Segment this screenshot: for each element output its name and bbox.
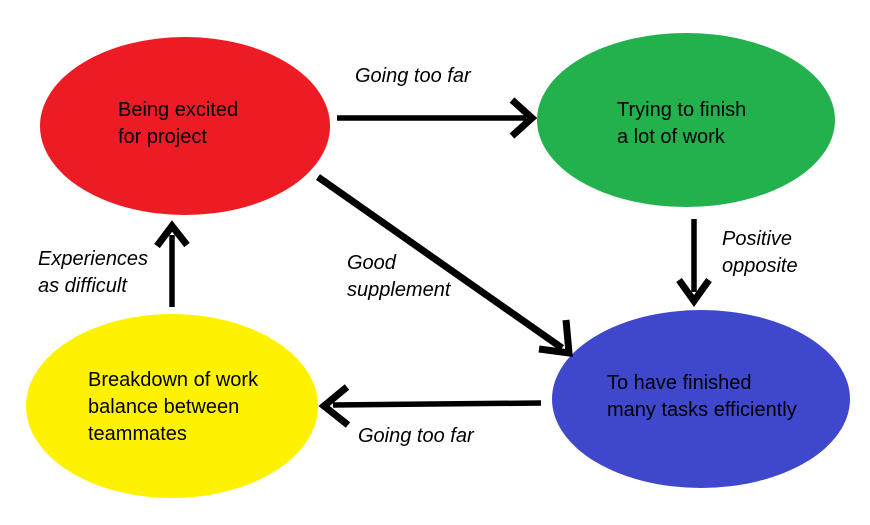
edge-label-line: Experiences — [38, 248, 149, 270]
arrow-excited-to-trying — [337, 97, 538, 139]
node-label-line: for project — [118, 126, 207, 148]
arrow-finished-to-breakdown — [318, 384, 542, 428]
edge-label-line: Positive — [722, 228, 793, 250]
edge-label-going-too-far-top: Going too far — [355, 65, 471, 87]
node-ellipse-breakdown — [26, 314, 318, 498]
node-label-breakdown: Breakdown of work balance between teamma… — [88, 367, 258, 448]
edge-label-experiences-as-difficult: Experiences as difficult — [38, 246, 148, 300]
arrow-breakdown-to-excited — [154, 220, 190, 307]
node-label-line: Trying to finish — [617, 99, 747, 121]
arrow-excited-to-finished-diagonal — [315, 174, 573, 358]
edge-label-good-supplement: Good supplement — [347, 250, 450, 304]
node-ellipse-trying-to-finish — [537, 33, 835, 207]
node-label-being-excited: Being excited for project — [118, 97, 238, 151]
node-label-trying-to-finish: Trying to finish a lot of work — [617, 97, 746, 151]
arrow-trying-to-finished — [676, 219, 712, 308]
node-label-line: Being excited — [118, 99, 239, 121]
edge-label-going-too-far-bottom: Going too far — [358, 425, 474, 447]
node-label-line: teammates — [88, 423, 187, 445]
edge-label-line: as difficult — [38, 275, 127, 297]
edge-label-line: supplement — [347, 279, 451, 301]
edge-label-positive-opposite: Positive opposite — [722, 226, 798, 280]
node-ellipse-being-excited — [40, 37, 330, 215]
node-label-line: a lot of work — [617, 126, 725, 148]
edge-label-line: Good — [347, 252, 396, 274]
node-label-line: balance between — [88, 396, 240, 418]
node-label-line: many tasks efficiently — [607, 399, 797, 421]
node-label-line: To have finished — [607, 372, 752, 394]
node-ellipse-finished-tasks — [552, 310, 850, 488]
node-label-finished-tasks: To have finished many tasks efficiently — [607, 370, 797, 424]
edge-label-line: opposite — [722, 255, 798, 277]
node-label-line: Breakdown of work — [88, 369, 259, 391]
